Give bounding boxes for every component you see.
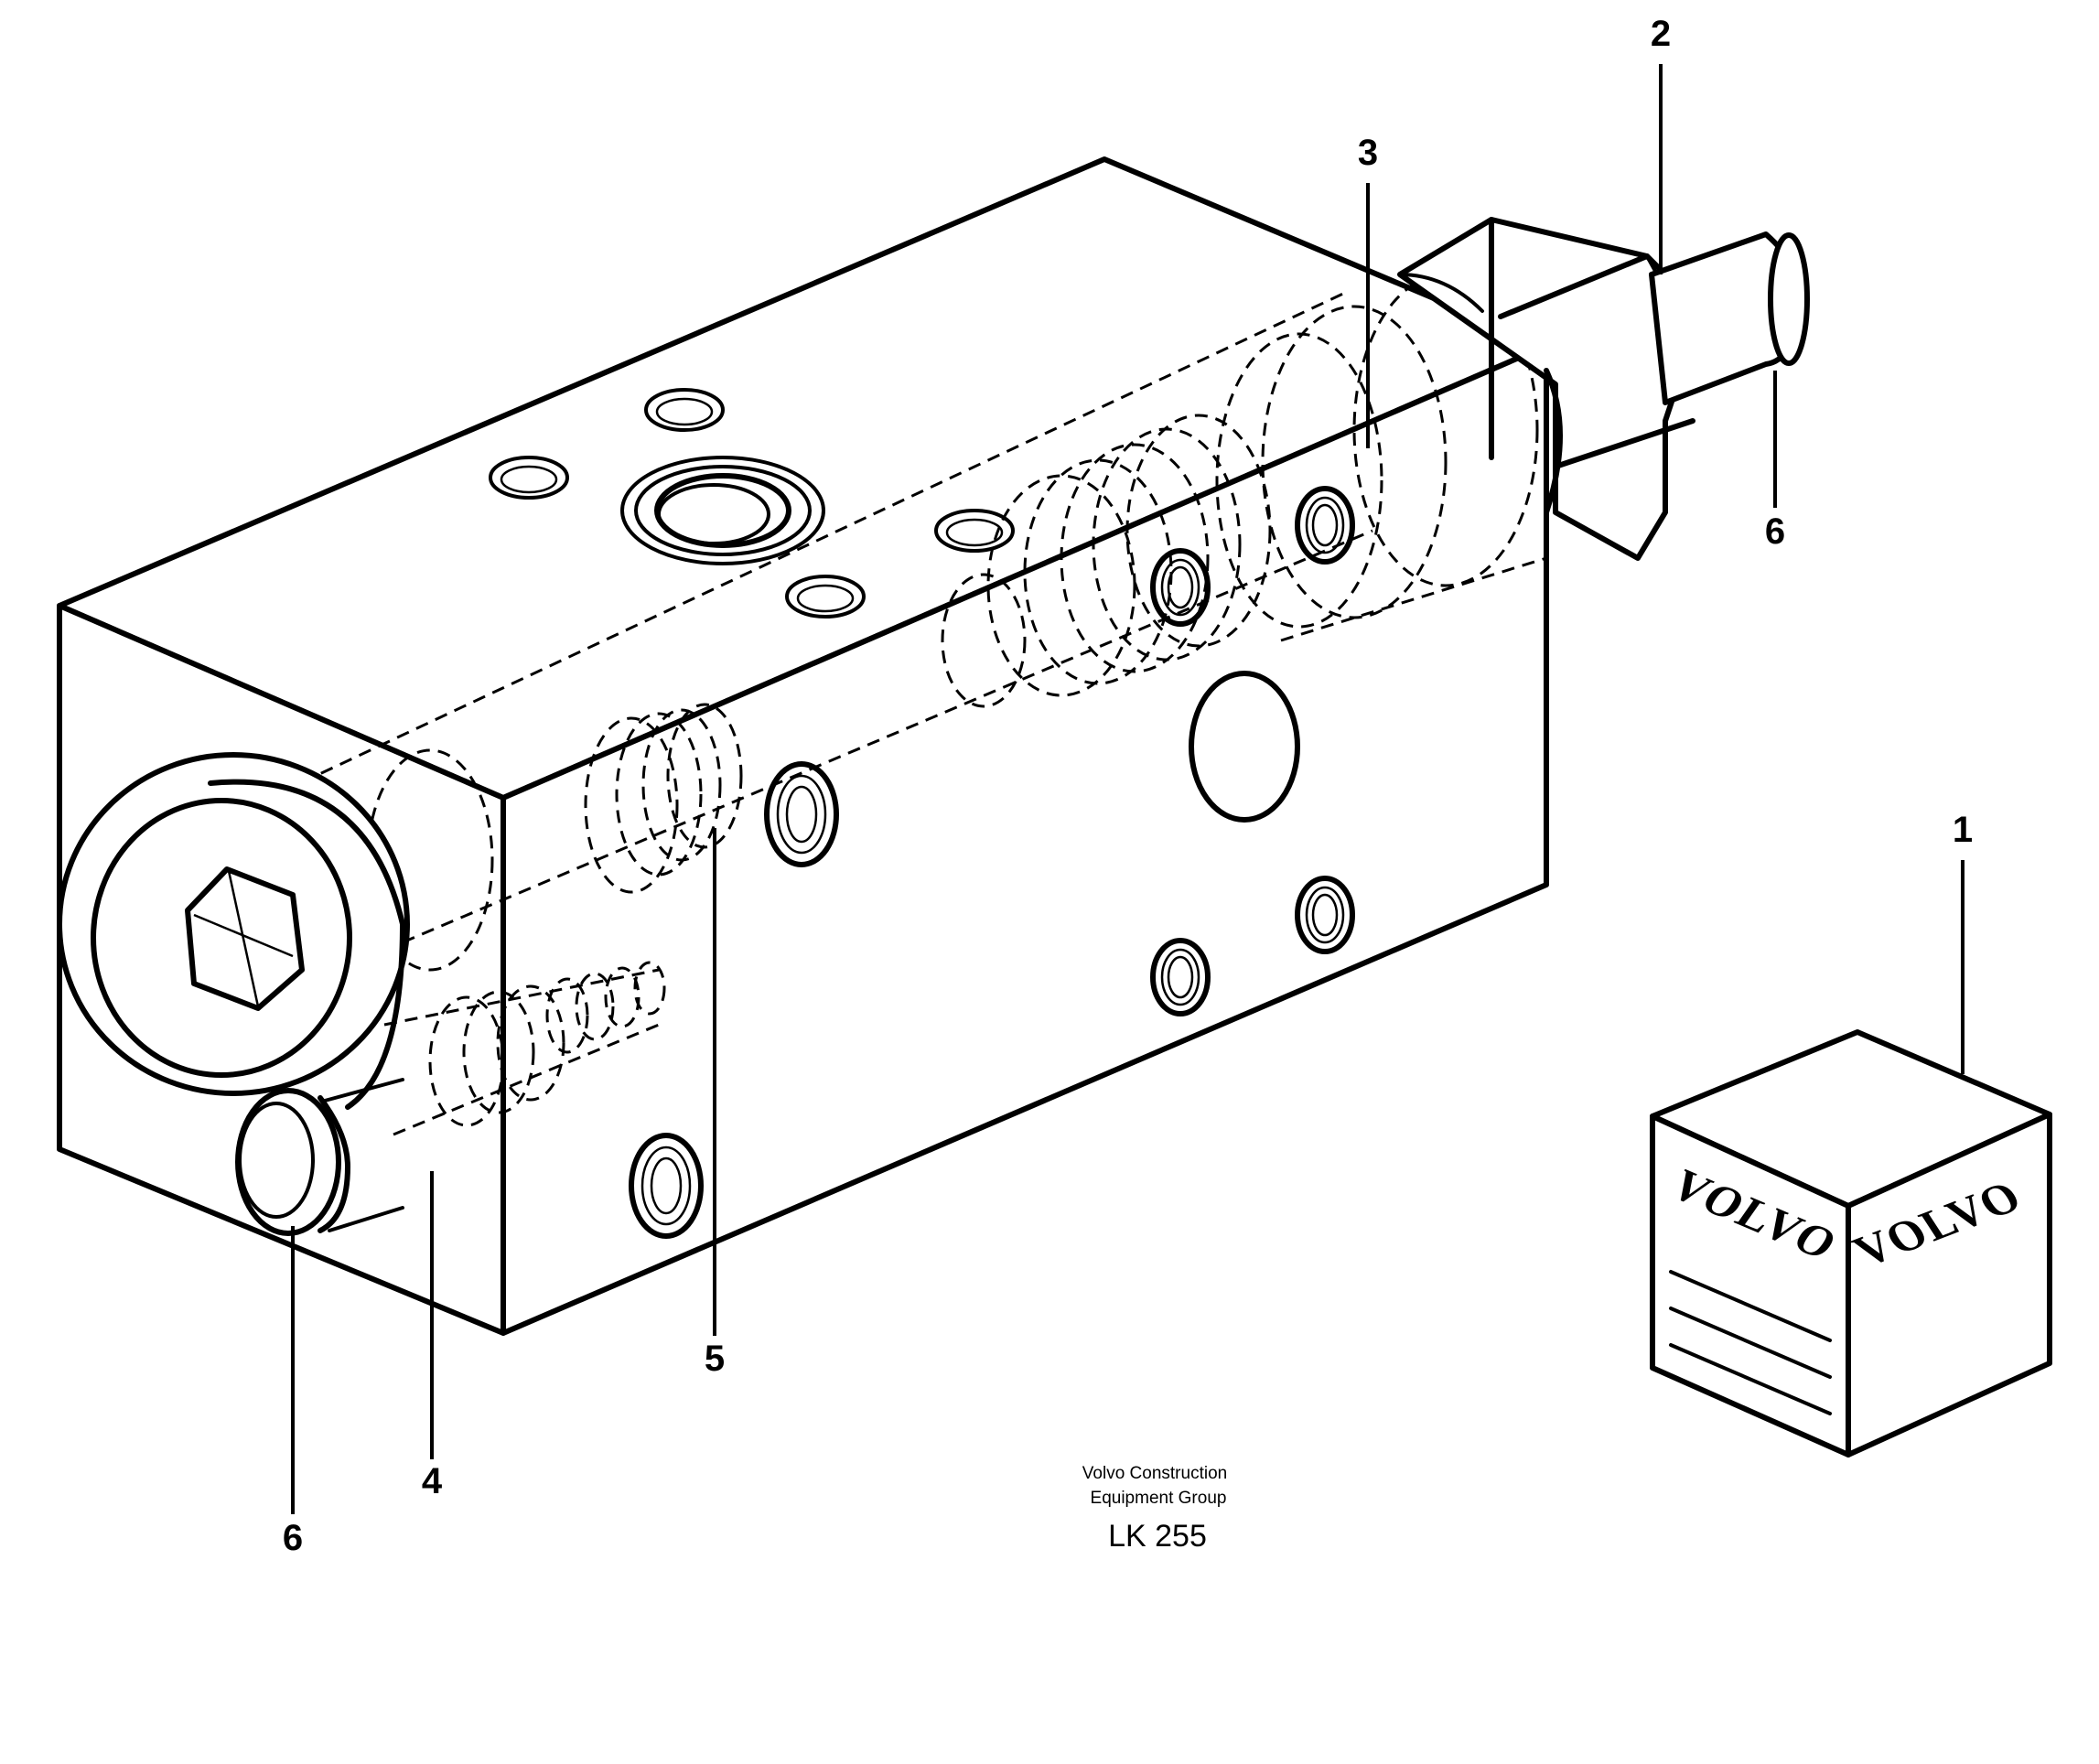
valve-block-side-face [501,343,1549,1336]
callout-2: 2 [1651,14,1671,54]
callout-5: 5 [705,1339,725,1379]
callout-6-left: 6 [283,1518,303,1558]
lower-plug [235,1078,404,1236]
volvo-kit-box: VOLVO VOLVO [1650,1029,2052,1457]
footer-company-line1: Volvo Construction [1082,1464,1227,1483]
left-end-plug [57,752,410,1110]
side-ports [629,486,1355,1239]
callout-1: 1 [1953,810,1973,850]
leader-lines [291,64,1964,1514]
footer: Volvo Construction Equipment Group LK 25… [1082,1464,1227,1554]
callout-6-right: 6 [1765,511,1785,552]
footer-drawing-code: LK 255 [1108,1519,1207,1554]
right-end-cap [1397,217,1810,561]
callout-3: 3 [1358,133,1378,173]
top-ports [489,388,1015,618]
callout-labels: 1 2 3 4 5 6 6 [283,14,1973,1558]
box-right-face [1846,1112,2052,1457]
hidden-spool-lines [301,273,1547,1136]
callout-4: 4 [422,1461,443,1501]
hex-socket-icon [185,866,305,1011]
footer-company-line2: Equipment Group [1091,1489,1227,1508]
